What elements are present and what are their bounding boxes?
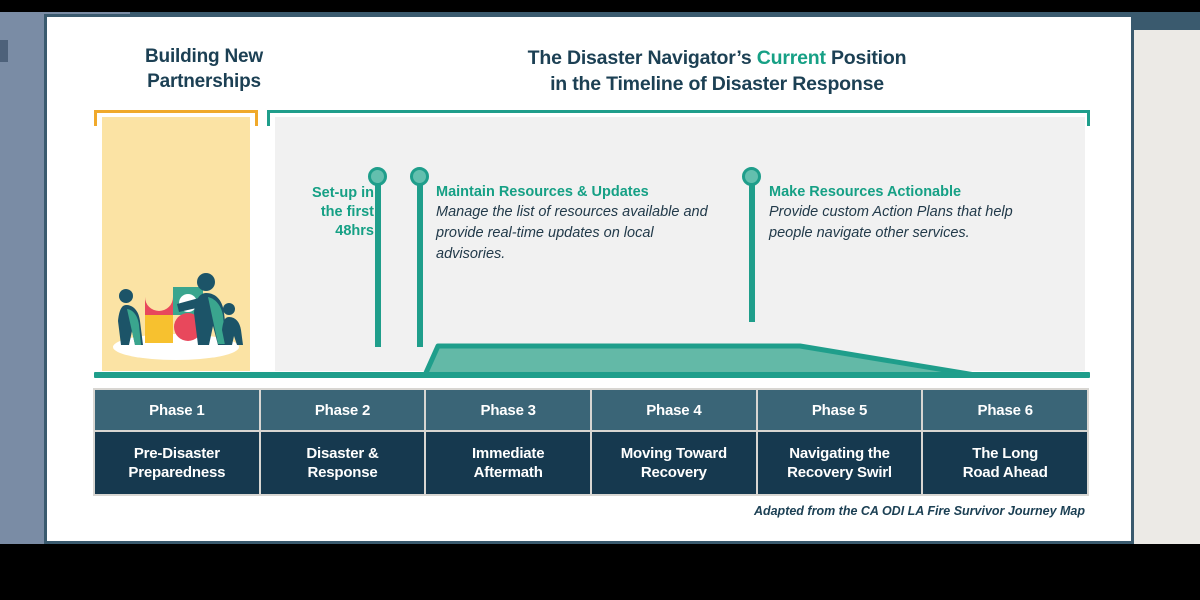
phase-header-2: Phase 2 <box>260 390 425 430</box>
bracket-timeline <box>267 110 1090 126</box>
marker-stem-maintain-resources <box>417 182 423 347</box>
phase-header-4: Phase 4 <box>592 390 756 430</box>
editor-left-tab-handle[interactable] <box>0 40 8 62</box>
annotation-make-actionable: Make Resources Actionable Provide custom… <box>769 183 1059 244</box>
timeline-baseline <box>94 372 1090 378</box>
annotation-maintain-resources-title: Maintain Resources & Updates <box>436 184 649 200</box>
phase-name-2: Disaster &Response <box>260 432 425 494</box>
marker-stem-make-actionable <box>749 182 755 322</box>
page-title-line1-pre: The Disaster Navigator’s <box>527 47 757 69</box>
phase-header-1: Phase 1 <box>95 390 259 430</box>
marker-dot-setup-48hrs[interactable] <box>368 167 387 186</box>
phase-header-3: Phase 3 <box>426 390 591 430</box>
phase-header-5: Phase 5 <box>757 390 922 430</box>
phase-column-2[interactable]: Phase 2 Disaster &Response <box>260 390 425 494</box>
phase-header-6: Phase 6 <box>923 390 1088 430</box>
bracket-partnerships <box>94 110 258 126</box>
navigator-involvement-area <box>275 307 1090 378</box>
page-title: The Disaster Navigator’s Current Positio… <box>327 45 1107 98</box>
annotation-maintain-resources: Maintain Resources & Updates Manage the … <box>436 183 726 265</box>
annotation-make-actionable-title: Make Resources Actionable <box>769 184 962 200</box>
source-attribution: Adapted from the CA ODI LA Fire Survivor… <box>753 504 1085 518</box>
marker-dot-make-actionable[interactable] <box>742 167 761 186</box>
page-title-accent-current: Current <box>756 47 826 69</box>
page-title-line2: in the Timeline of Disaster Response <box>550 73 884 96</box>
annotation-maintain-resources-body: Manage the list of resources available a… <box>436 204 708 263</box>
page-title-line1-post: Position <box>825 47 907 69</box>
panel-timeline <box>275 117 1085 371</box>
annotation-make-actionable-body: Provide custom Action Plans that help pe… <box>769 204 1013 242</box>
marker-stem-setup-48hrs <box>375 182 381 347</box>
marker-dot-maintain-resources[interactable] <box>410 167 429 186</box>
community-partnership-illustration-icon <box>103 265 249 365</box>
